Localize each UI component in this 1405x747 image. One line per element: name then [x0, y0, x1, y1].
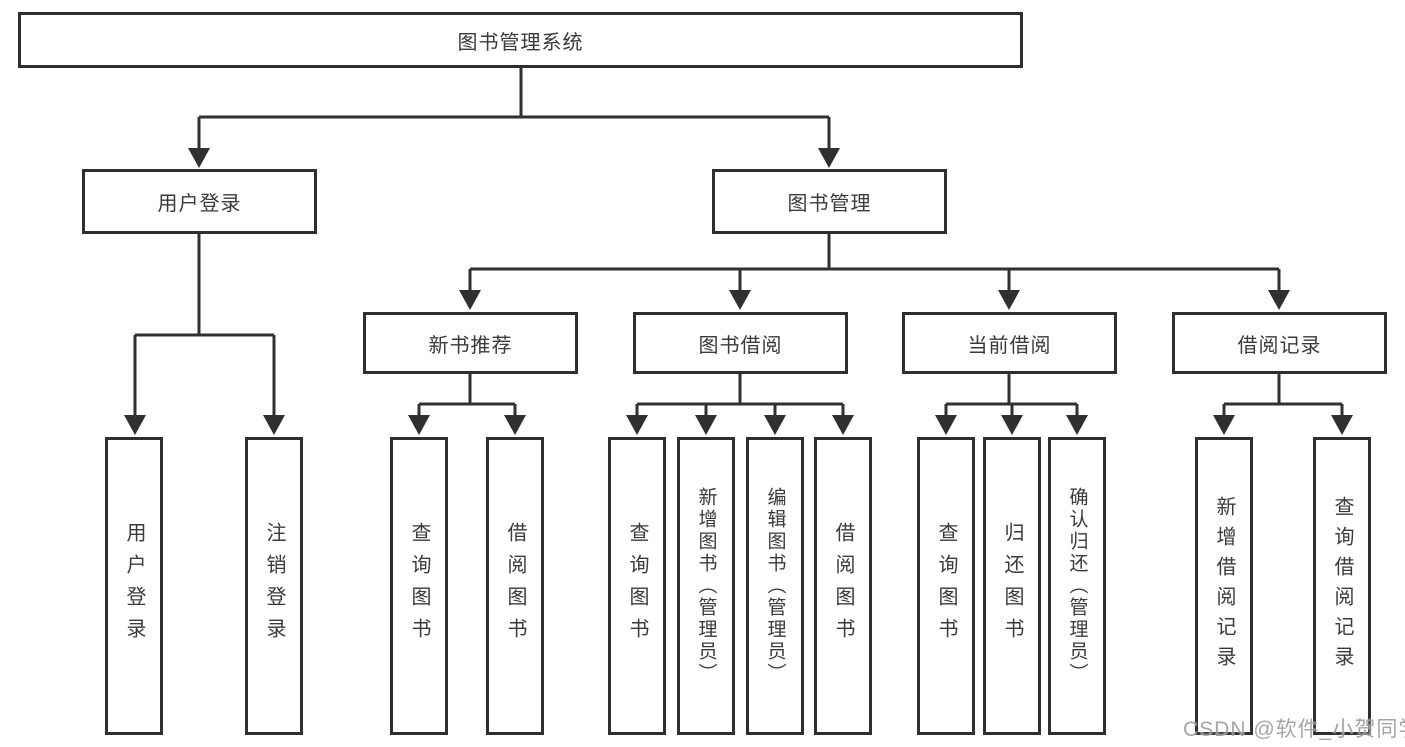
node-book-management: 图书管理: [712, 169, 947, 234]
arrow-down-icon: [1001, 415, 1023, 435]
leaf-borrow-edit-book-admin: 编辑图书（管理员）: [746, 437, 804, 735]
arrow-down-icon: [935, 415, 957, 435]
node-new-book-recommend: 新书推荐: [363, 312, 578, 374]
arrow-down-icon: [998, 290, 1020, 310]
leaf-current-confirm-return-admin: 确认归还（管理员）: [1048, 437, 1106, 735]
leaf-records-add-record: 新增借阅记录: [1195, 437, 1253, 735]
arrow-down-icon: [695, 415, 717, 435]
node-library-system: 图书管理系统: [18, 12, 1023, 68]
node-book-borrow: 图书借阅: [633, 312, 848, 374]
node-current-borrow: 当前借阅: [902, 312, 1117, 374]
connector-recommend-to-children: [417, 374, 517, 417]
connector-root-to-level2: [197, 68, 831, 150]
arrow-down-icon: [729, 290, 751, 310]
arrow-down-icon: [818, 148, 840, 168]
arrow-down-icon: [1066, 415, 1088, 435]
arrow-down-icon: [504, 415, 526, 435]
leaf-recommend-borrow-book: 借阅图书: [486, 437, 544, 735]
leaf-logout: 注销登录: [245, 437, 303, 735]
node-user-login: 用户登录: [82, 169, 317, 234]
arrow-down-icon: [459, 290, 481, 310]
arrow-down-icon: [188, 148, 210, 168]
connector-records-to-children: [1222, 374, 1344, 417]
connector-lines: [133, 68, 1344, 417]
arrow-down-icon: [408, 415, 430, 435]
node-borrow-records: 借阅记录: [1172, 312, 1387, 374]
leaf-user-login: 用户登录: [105, 437, 163, 735]
connector-currentborrow-to-children: [944, 374, 1079, 417]
arrow-down-icon: [1331, 415, 1353, 435]
arrowheads: [124, 148, 1353, 435]
leaf-borrow-query-book: 查询图书: [608, 437, 666, 735]
arrow-down-icon: [124, 415, 146, 435]
arrow-down-icon: [1268, 290, 1290, 310]
connector-manage-to-groups: [468, 234, 1281, 292]
arrow-down-icon: [1213, 415, 1235, 435]
arrow-down-icon: [764, 415, 786, 435]
arrow-down-icon: [626, 415, 648, 435]
leaf-current-return-book: 归还图书: [983, 437, 1041, 735]
connector-login-to-children: [133, 234, 276, 417]
arrow-down-icon: [263, 415, 285, 435]
leaf-recommend-query-book: 查询图书: [390, 437, 448, 735]
watermark: CSDN @软件_小贺同学: [1183, 718, 1405, 741]
leaf-records-query-record: 查询借阅记录: [1313, 437, 1371, 735]
connector-bookborrow-to-children: [635, 374, 845, 417]
arrow-down-icon: [832, 415, 854, 435]
leaf-borrow-add-book-admin: 新增图书（管理员）: [677, 437, 735, 735]
leaf-borrow-borrow-book: 借阅图书: [814, 437, 872, 735]
leaf-current-query-book: 查询图书: [917, 437, 975, 735]
